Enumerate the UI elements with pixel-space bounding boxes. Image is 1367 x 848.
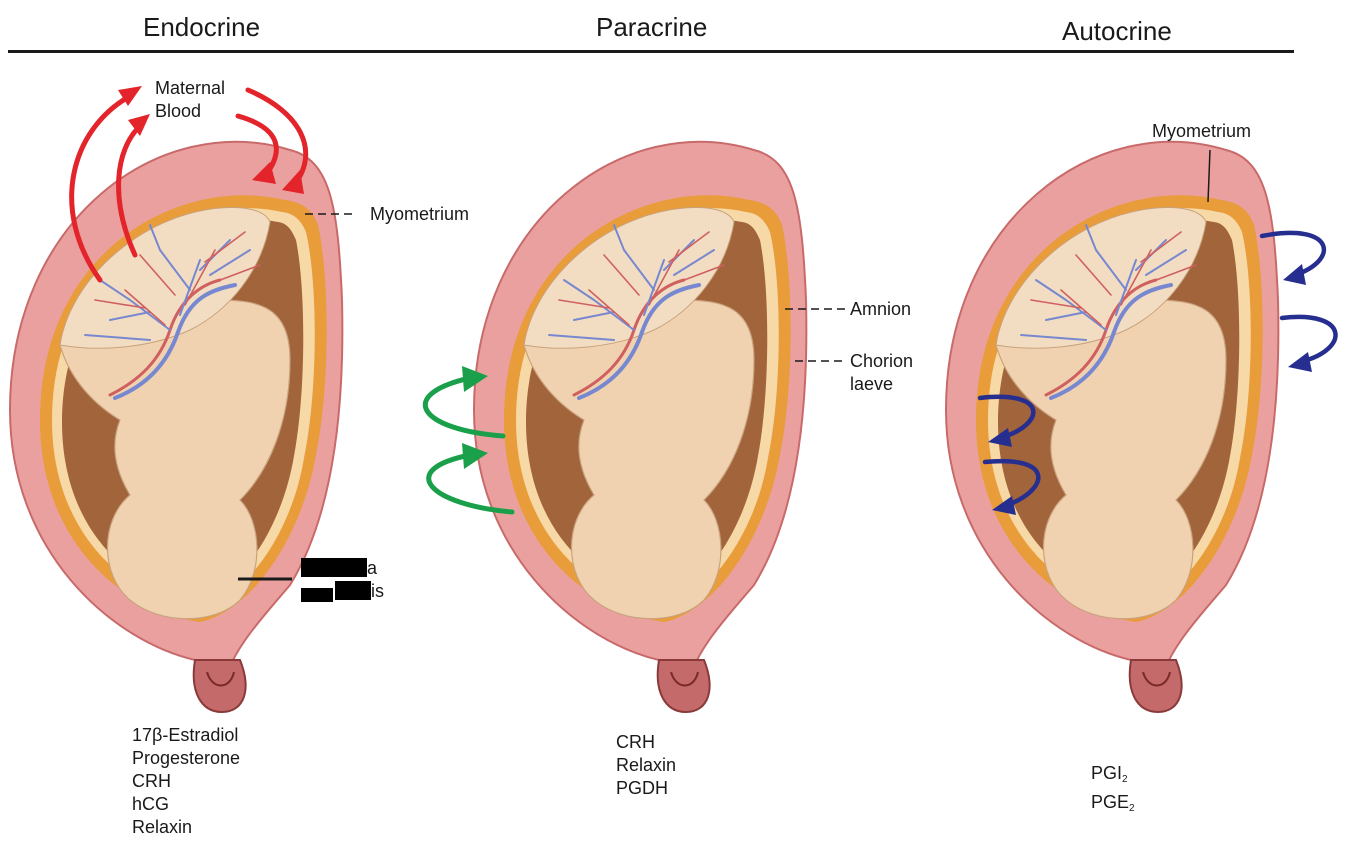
label-maternal: Maternal [155, 77, 225, 99]
autocrine-arrow-2 [1282, 317, 1336, 362]
list-item: Relaxin [616, 754, 676, 777]
arrowhead-8 [1288, 352, 1312, 372]
list-item-subscript: 2 [1129, 803, 1135, 814]
label-amnion: Amnion [850, 298, 911, 320]
list-item-base: PGI [1091, 763, 1122, 783]
list-item: 17β-Estradiol [132, 724, 240, 747]
label-parietalis-partial: is [371, 580, 384, 602]
list-paracrine: CRH Relaxin PGDH [616, 731, 676, 800]
arrowhead-7 [1283, 264, 1306, 285]
label-decidua-partial: a [367, 557, 377, 579]
list-item-base: PGE [1091, 792, 1129, 812]
list-item: CRH [616, 731, 676, 754]
list-item: CRH [132, 770, 240, 793]
redaction-block-2 [301, 588, 333, 602]
label-blood: Blood [155, 100, 201, 122]
list-item: Progesterone [132, 747, 240, 770]
uterus-paracrine [474, 142, 806, 712]
label-laeve: laeve [850, 373, 893, 395]
list-item-subscript: 2 [1122, 774, 1128, 785]
list-item: Relaxin [132, 816, 240, 839]
list-autocrine: PGI2 PGE2 [1091, 762, 1135, 820]
list-item: PGI2 [1091, 762, 1135, 791]
list-item: PGDH [616, 777, 676, 800]
list-item: PGE2 [1091, 791, 1135, 820]
redaction-block-3 [335, 581, 371, 600]
uterus-autocrine [946, 142, 1278, 712]
list-item: hCG [132, 793, 240, 816]
label-myometrium-left: Myometrium [370, 203, 469, 225]
uterus-endocrine [10, 142, 342, 712]
redaction-block-1 [301, 558, 367, 577]
label-chorion: Chorion [850, 350, 913, 372]
list-endocrine: 17β-Estradiol Progesterone CRH hCG Relax… [132, 724, 240, 839]
label-myometrium-right: Myometrium [1152, 120, 1251, 142]
